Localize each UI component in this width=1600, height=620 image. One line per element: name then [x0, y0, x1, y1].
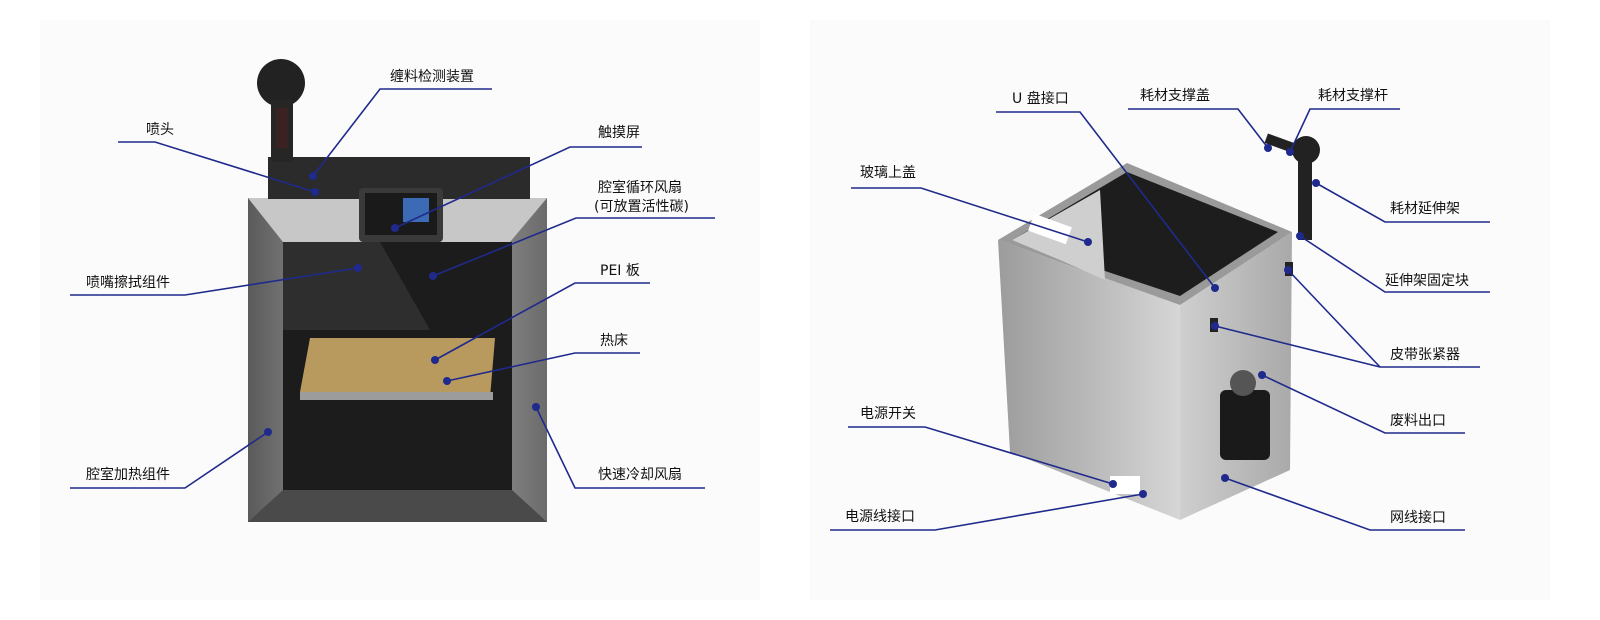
label-cooling-fan: 快速冷却风扇 — [598, 467, 682, 483]
label-nozzle: 喷头 — [146, 122, 174, 138]
label-heatbed: 热床 — [600, 333, 628, 349]
label-touchscreen: 触摸屏 — [598, 125, 640, 141]
label-filament-detector: 缠料检测装置 — [390, 69, 474, 85]
marker-dots — [264, 144, 1320, 498]
label-power-port: 电源线接口 — [845, 509, 915, 525]
label-belt-tensioner: 皮带张紧器 — [1390, 347, 1460, 363]
leader-lines — [70, 88, 1490, 531]
label-spool-rod: 耗材支撑杆 — [1318, 88, 1388, 104]
label-ethernet-port: 网线接口 — [1390, 510, 1446, 526]
label-pei-plate: PEI 板 — [600, 263, 640, 279]
label-chamber-fan-note: (可放置活性碳) — [594, 199, 689, 215]
rear-printer — [998, 133, 1320, 520]
label-spool-cap: 耗材支撑盖 — [1140, 88, 1210, 104]
label-arm-block: 延伸架固定块 — [1385, 273, 1469, 289]
label-usb-port: U 盘接口 — [1012, 91, 1069, 107]
front-printer — [248, 59, 547, 522]
label-chamber-fan: 腔室循环风扇 — [598, 180, 682, 196]
label-power-switch: 电源开关 — [860, 406, 916, 422]
label-waste-outlet: 废料出口 — [1390, 413, 1446, 429]
label-glass-lid: 玻璃上盖 — [860, 165, 916, 181]
label-extension-arm: 耗材延伸架 — [1390, 201, 1460, 217]
label-chamber-heater: 腔室加热组件 — [86, 467, 170, 483]
label-nozzle-wiper: 喷嘴擦拭组件 — [86, 275, 170, 291]
